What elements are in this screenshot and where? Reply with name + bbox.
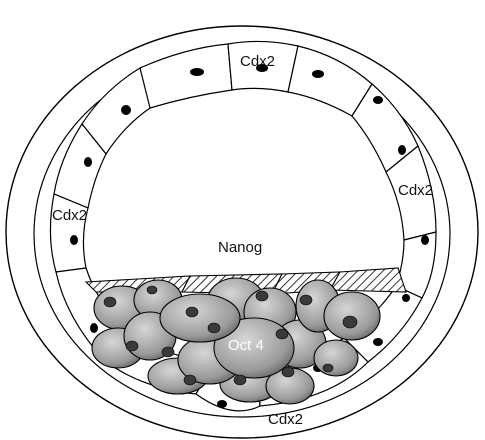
nucleus [126,341,138,351]
nucleus [343,316,357,328]
nucleus [323,364,333,372]
nucleus [373,338,383,346]
label-oct4: Oct 4 [228,337,264,354]
nucleus [208,323,220,333]
nucleus [282,367,294,377]
nucleus [402,294,410,302]
label-cdx2-right: Cdx2 [398,182,433,199]
nucleus [90,323,98,333]
nucleus [184,375,196,385]
endoderm-cell [330,268,406,292]
label-cdx2-left: Cdx2 [52,207,87,224]
nucleus [312,70,324,78]
nucleus [70,235,78,245]
label-cdx2-bottom: Cdx2 [268,411,303,428]
nucleus [147,286,157,294]
nucleus [373,96,383,104]
nucleus [104,297,116,307]
nucleus [84,157,92,167]
nucleus [300,295,312,305]
nucleus [186,307,198,317]
nucleus [256,291,268,301]
nucleus [234,375,246,385]
label-nanog: Nanog [218,239,262,256]
nucleus [190,68,204,76]
icm-cell [160,294,240,342]
nucleus [421,235,429,245]
icm-cell [314,340,358,376]
label-cdx2-top: Cdx2 [240,53,275,70]
nucleus [121,105,131,115]
nucleus [217,400,227,408]
nucleus [276,329,288,339]
nucleus [162,347,174,357]
trophectoderm-cell [50,194,88,272]
nucleus [398,145,406,155]
